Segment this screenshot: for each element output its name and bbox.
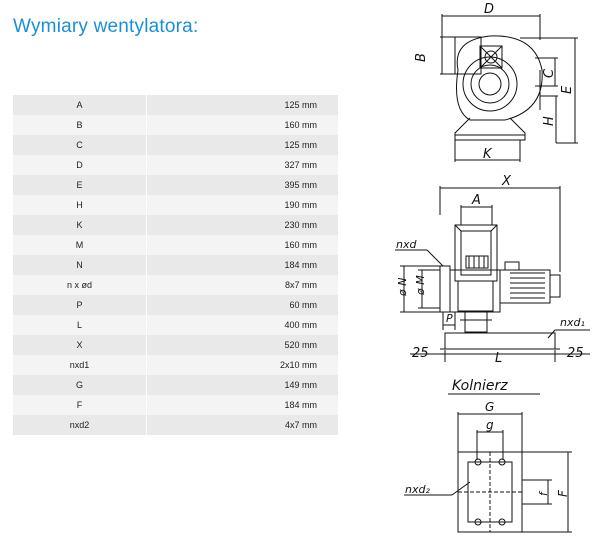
dimension-value: 125 mm bbox=[146, 135, 338, 155]
label-B: B bbox=[414, 53, 429, 62]
dimension-label: H bbox=[13, 195, 147, 215]
dimension-value: 149 mm bbox=[146, 375, 338, 395]
dimension-value: 184 mm bbox=[146, 395, 338, 415]
label-nxd2: nxd₂ bbox=[405, 483, 430, 496]
label-25-right: 25 bbox=[567, 346, 584, 361]
dimension-label: C bbox=[13, 135, 147, 155]
label-nxd1: nxd₁ bbox=[560, 316, 585, 329]
dimension-value: 160 mm bbox=[146, 115, 338, 135]
label-H: H bbox=[542, 116, 557, 126]
dimension-value: 230 mm bbox=[146, 215, 338, 235]
label-nxd: nxd bbox=[396, 238, 417, 251]
dimension-label: n x ød bbox=[13, 275, 147, 295]
dimension-label: D bbox=[13, 155, 147, 175]
dimension-value: 184 mm bbox=[146, 255, 338, 275]
label-L: L bbox=[495, 351, 502, 366]
dimension-value: 395 mm bbox=[146, 175, 338, 195]
label-D: D bbox=[484, 2, 494, 17]
dimension-value: 190 mm bbox=[146, 195, 338, 215]
dimension-label: X bbox=[13, 335, 147, 355]
label-K: K bbox=[483, 147, 493, 162]
dimension-label: nxd1 bbox=[13, 355, 147, 375]
label-fi-M: ø M bbox=[414, 275, 427, 296]
dimension-label: L bbox=[13, 315, 147, 335]
flange-view bbox=[404, 412, 572, 533]
page-title: Wymiary wentylatora: bbox=[13, 16, 199, 37]
dimension-value: 4x7 mm bbox=[146, 415, 338, 435]
dimension-label: M bbox=[13, 235, 147, 255]
label-E: E bbox=[560, 85, 575, 94]
dimension-label: A bbox=[13, 95, 147, 115]
side-view bbox=[395, 186, 590, 362]
label-f: f bbox=[537, 490, 550, 496]
label-A: A bbox=[471, 193, 481, 208]
dimension-value: 520 mm bbox=[146, 335, 338, 355]
dimension-label: G bbox=[13, 375, 147, 395]
label-P: P bbox=[446, 312, 453, 325]
flange-caption: Kolnierz bbox=[452, 378, 508, 394]
dimension-label: N bbox=[13, 255, 147, 275]
dimension-label: B bbox=[13, 115, 147, 135]
label-g: g bbox=[486, 418, 494, 432]
label-F: F bbox=[556, 489, 570, 497]
label-C: C bbox=[542, 68, 557, 78]
dimension-label: K bbox=[13, 215, 147, 235]
dimension-value: 2x10 mm bbox=[146, 355, 338, 375]
label-fi-N: ø N bbox=[396, 278, 409, 297]
dimension-label: E bbox=[13, 175, 147, 195]
dimension-label: F bbox=[13, 395, 147, 415]
dimension-value: 125 mm bbox=[146, 95, 338, 115]
dimension-value: 160 mm bbox=[146, 235, 338, 255]
label-X: X bbox=[501, 174, 512, 189]
dimension-value: 8x7 mm bbox=[146, 275, 338, 295]
label-25-left: 25 bbox=[412, 346, 429, 361]
dimension-value: 327 mm bbox=[146, 155, 338, 175]
fan-technical-drawing: D B C E H K X A nxd ø N ø M P nxd₁ L 25 … bbox=[395, 2, 590, 533]
label-G: G bbox=[485, 400, 494, 414]
front-view bbox=[440, 14, 578, 162]
dimension-label: nxd2 bbox=[13, 415, 147, 435]
dimension-value: 60 mm bbox=[146, 295, 338, 315]
dimension-value: 400 mm bbox=[146, 315, 338, 335]
dimension-label: P bbox=[13, 295, 147, 315]
